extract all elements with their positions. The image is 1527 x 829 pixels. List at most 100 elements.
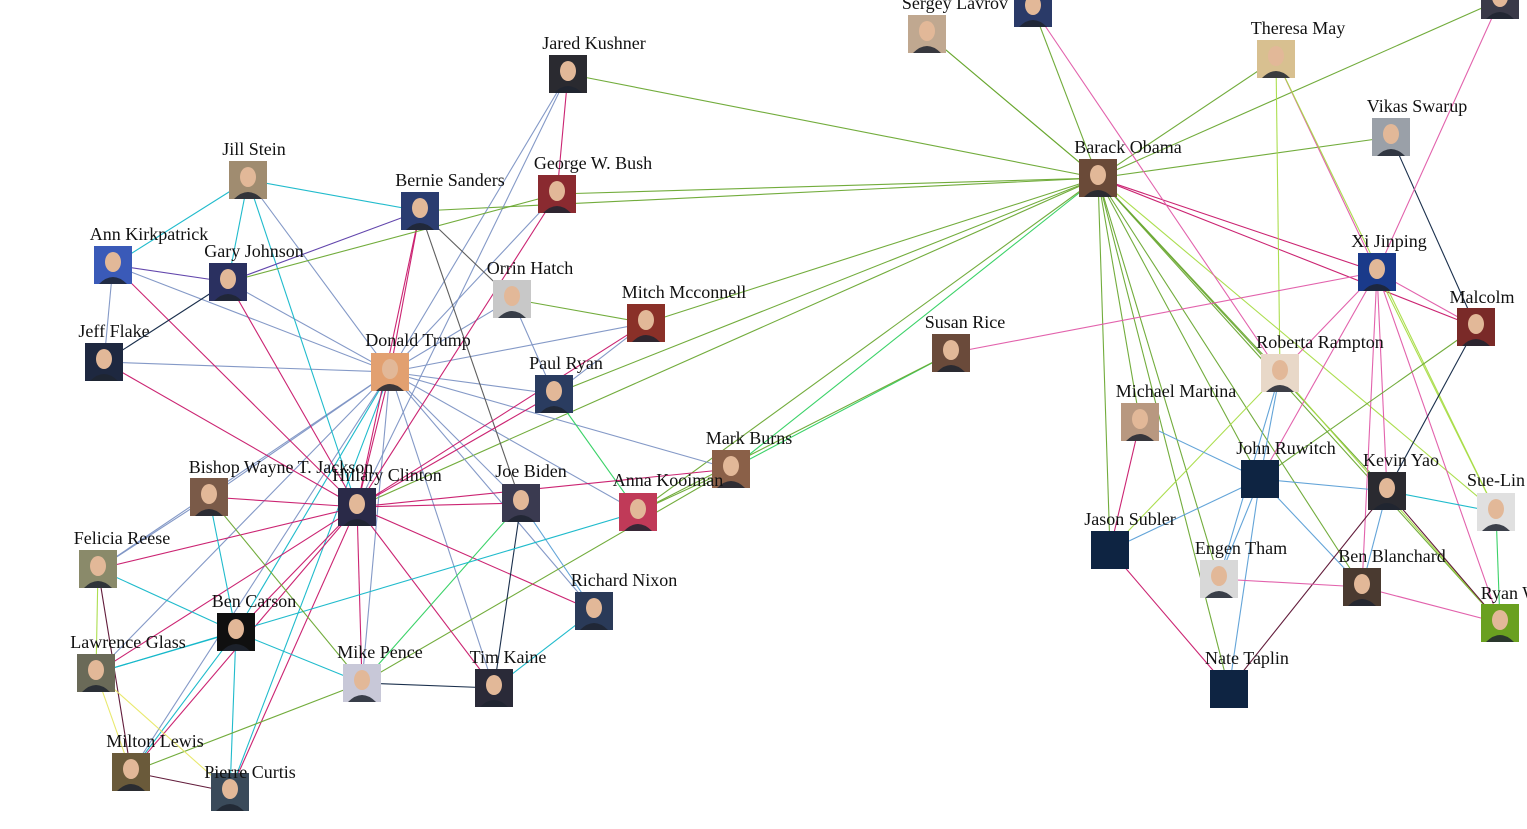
node-label-susan-rice: Susan Rice: [925, 312, 1006, 332]
edge-ben-carson-mike-pence: [235, 631, 363, 684]
node-jill-stein[interactable]: Jill Stein: [222, 139, 286, 199]
node-label-john-ruwitch: John Ruwitch: [1236, 438, 1336, 458]
edge-donald-trump-felicia-reese: [97, 371, 391, 570]
node-bernie-sanders[interactable]: Bernie Sanders: [395, 170, 505, 230]
portrait-shoulders: [99, 277, 127, 284]
node-jared-kushner[interactable]: Jared Kushner: [542, 33, 646, 93]
portrait-face: [943, 340, 959, 360]
portrait-shoulders: [195, 509, 223, 516]
node-xi-jinping[interactable]: Xi Jinping: [1351, 231, 1427, 291]
portrait-shoulders: [1462, 339, 1490, 346]
node-label-felicia-reese: Felicia Reese: [74, 528, 170, 548]
portrait-shoulders: [90, 374, 118, 381]
edge-michael-martina-jason-subler: [1109, 421, 1141, 551]
node-felicia-reese[interactable]: Felicia Reese: [74, 528, 170, 588]
node-susan-rice[interactable]: Susan Rice: [925, 312, 1006, 372]
portrait-shoulders: [913, 46, 941, 53]
node-malcolm[interactable]: Malcolm: [1450, 287, 1515, 346]
node-label-sue-lin: Sue-Lin: [1467, 470, 1525, 490]
edge-ben-carson-pierre-curtis: [229, 631, 237, 793]
node-tim-kaine[interactable]: Tim Kaine: [470, 647, 547, 707]
node-ben-blanchard[interactable]: Ben Blanchard: [1338, 546, 1446, 606]
node-label-engen-tham: Engen Tham: [1195, 538, 1287, 558]
node-label-lawrence-glass: Lawrence Glass: [70, 632, 185, 652]
edge-ann-kirkpatrick-hillary-clinton: [112, 264, 358, 508]
node-vikas-swarup[interactable]: Vikas Swarup: [1367, 96, 1467, 156]
node-top-right-partial[interactable]: [1481, 0, 1519, 19]
node-ann-kirkpatrick[interactable]: Ann Kirkpatrick: [90, 224, 208, 284]
node-mitch-mcconnell[interactable]: Mitch Mcconnell: [622, 282, 746, 342]
edge-barack-obama-engen-tham: [1097, 177, 1220, 580]
node-kerry-partial[interactable]: [1014, 0, 1052, 27]
node-milton-lewis[interactable]: Milton Lewis: [106, 731, 204, 791]
edge-jeff-flake-hillary-clinton: [103, 361, 358, 508]
portrait-face: [1492, 0, 1508, 7]
node-label-ann-kirkpatrick: Ann Kirkpatrick: [90, 224, 208, 244]
edge-jason-subler-nate-taplin: [1109, 549, 1230, 690]
edge-barack-obama-ryan: [1097, 177, 1501, 624]
node-label-kevin-yao: Kevin Yao: [1363, 450, 1439, 470]
node-mike-pence[interactable]: Mike Pence: [337, 642, 423, 702]
node-gary-johnson[interactable]: Gary Johnson: [204, 241, 304, 301]
edge-mike-pence-milton-lewis: [130, 682, 363, 773]
node-engen-tham[interactable]: Engen Tham: [1195, 538, 1287, 598]
node-hillary-clinton[interactable]: Hillary Clinton: [332, 465, 442, 526]
edge-donald-trump-lawrence-glass: [95, 371, 391, 674]
edge-hillary-clinton-felicia-reese: [97, 506, 358, 570]
node-mark-burns[interactable]: Mark Burns: [706, 428, 793, 488]
node-label-gary-johnson: Gary Johnson: [204, 241, 304, 261]
edge-ann-kirkpatrick-gary-johnson: [112, 264, 229, 283]
node-square-john-ruwitch[interactable]: [1241, 460, 1279, 498]
portrait-top-right-partial[interactable]: [1481, 0, 1519, 19]
portrait-shoulders: [1084, 190, 1112, 197]
node-label-george-w-bush: George W. Bush: [534, 153, 652, 173]
node-label-jeff-flake: Jeff Flake: [78, 321, 149, 341]
edge-donald-trump-tim-kaine: [389, 371, 495, 689]
node-sue-lin[interactable]: Sue-Lin: [1467, 470, 1525, 531]
node-michael-martina[interactable]: Michael Martina: [1116, 381, 1236, 441]
edge-hillary-clinton-tim-kaine: [356, 506, 495, 689]
node-ben-carson[interactable]: Ben Carson: [212, 591, 297, 651]
node-orrin-hatch[interactable]: Orrin Hatch: [487, 258, 573, 318]
node-bishop-wayne-t-jackson[interactable]: Bishop Wayne T. Jackson: [189, 457, 374, 516]
node-jeff-flake[interactable]: Jeff Flake: [78, 321, 150, 381]
portrait-shoulders: [1486, 12, 1514, 19]
node-paul-ryan[interactable]: Paul Ryan: [529, 353, 603, 413]
portrait-face: [1468, 314, 1484, 334]
node-barack-obama[interactable]: Barack Obama: [1074, 137, 1182, 197]
node-lawrence-glass[interactable]: Lawrence Glass: [70, 632, 186, 692]
portrait-face: [1383, 124, 1399, 144]
node-anna-kooiman[interactable]: Anna Kooiman: [613, 470, 723, 531]
portrait-face: [354, 670, 370, 690]
portrait-shoulders: [214, 294, 242, 301]
node-theresa-may[interactable]: Theresa May: [1251, 18, 1345, 78]
edge-barack-obama-kevin-yao: [1097, 177, 1388, 492]
node-ryan[interactable]: Ryan W: [1481, 583, 1527, 642]
node-square-jason-subler[interactable]: [1091, 531, 1129, 569]
node-george-w-bush[interactable]: George W. Bush: [534, 153, 652, 213]
node-sergey-lavrov[interactable]: Sergey Lavrov: [902, 0, 1008, 53]
node-kevin-yao[interactable]: Kevin Yao: [1363, 450, 1439, 510]
edge-kerry-partial-roberta-rampton: [1032, 7, 1281, 374]
edge-george-w-bush-gary-johnson: [227, 193, 558, 283]
node-square-nate-taplin[interactable]: [1210, 670, 1248, 708]
node-john-ruwitch[interactable]: John Ruwitch: [1236, 438, 1336, 498]
node-jason-subler[interactable]: Jason Subler: [1084, 509, 1176, 569]
node-label-vikas-swarup: Vikas Swarup: [1367, 96, 1467, 116]
node-roberta-rampton[interactable]: Roberta Rampton: [1256, 332, 1384, 392]
edge-bernie-sanders-joe-biden: [419, 210, 522, 504]
portrait-face: [1379, 478, 1395, 498]
edge-gary-johnson-jeff-flake: [103, 281, 229, 363]
edge-donald-trump-mike-pence: [361, 371, 391, 684]
edge-michael-martina-john-ruwitch: [1139, 421, 1261, 480]
node-donald-trump[interactable]: Donald Trump: [365, 330, 471, 391]
node-pierre-curtis[interactable]: Pierre Curtis: [204, 762, 296, 811]
edge-xi-jinping-kevin-yao: [1376, 271, 1388, 492]
node-joe-biden[interactable]: Joe Biden: [495, 461, 567, 522]
portrait-face: [96, 349, 112, 369]
portrait-face: [586, 598, 602, 618]
node-nate-taplin[interactable]: Nate Taplin: [1205, 648, 1289, 708]
node-label-ben-blanchard: Ben Blanchard: [1338, 546, 1445, 566]
node-richard-nixon[interactable]: Richard Nixon: [571, 570, 677, 630]
